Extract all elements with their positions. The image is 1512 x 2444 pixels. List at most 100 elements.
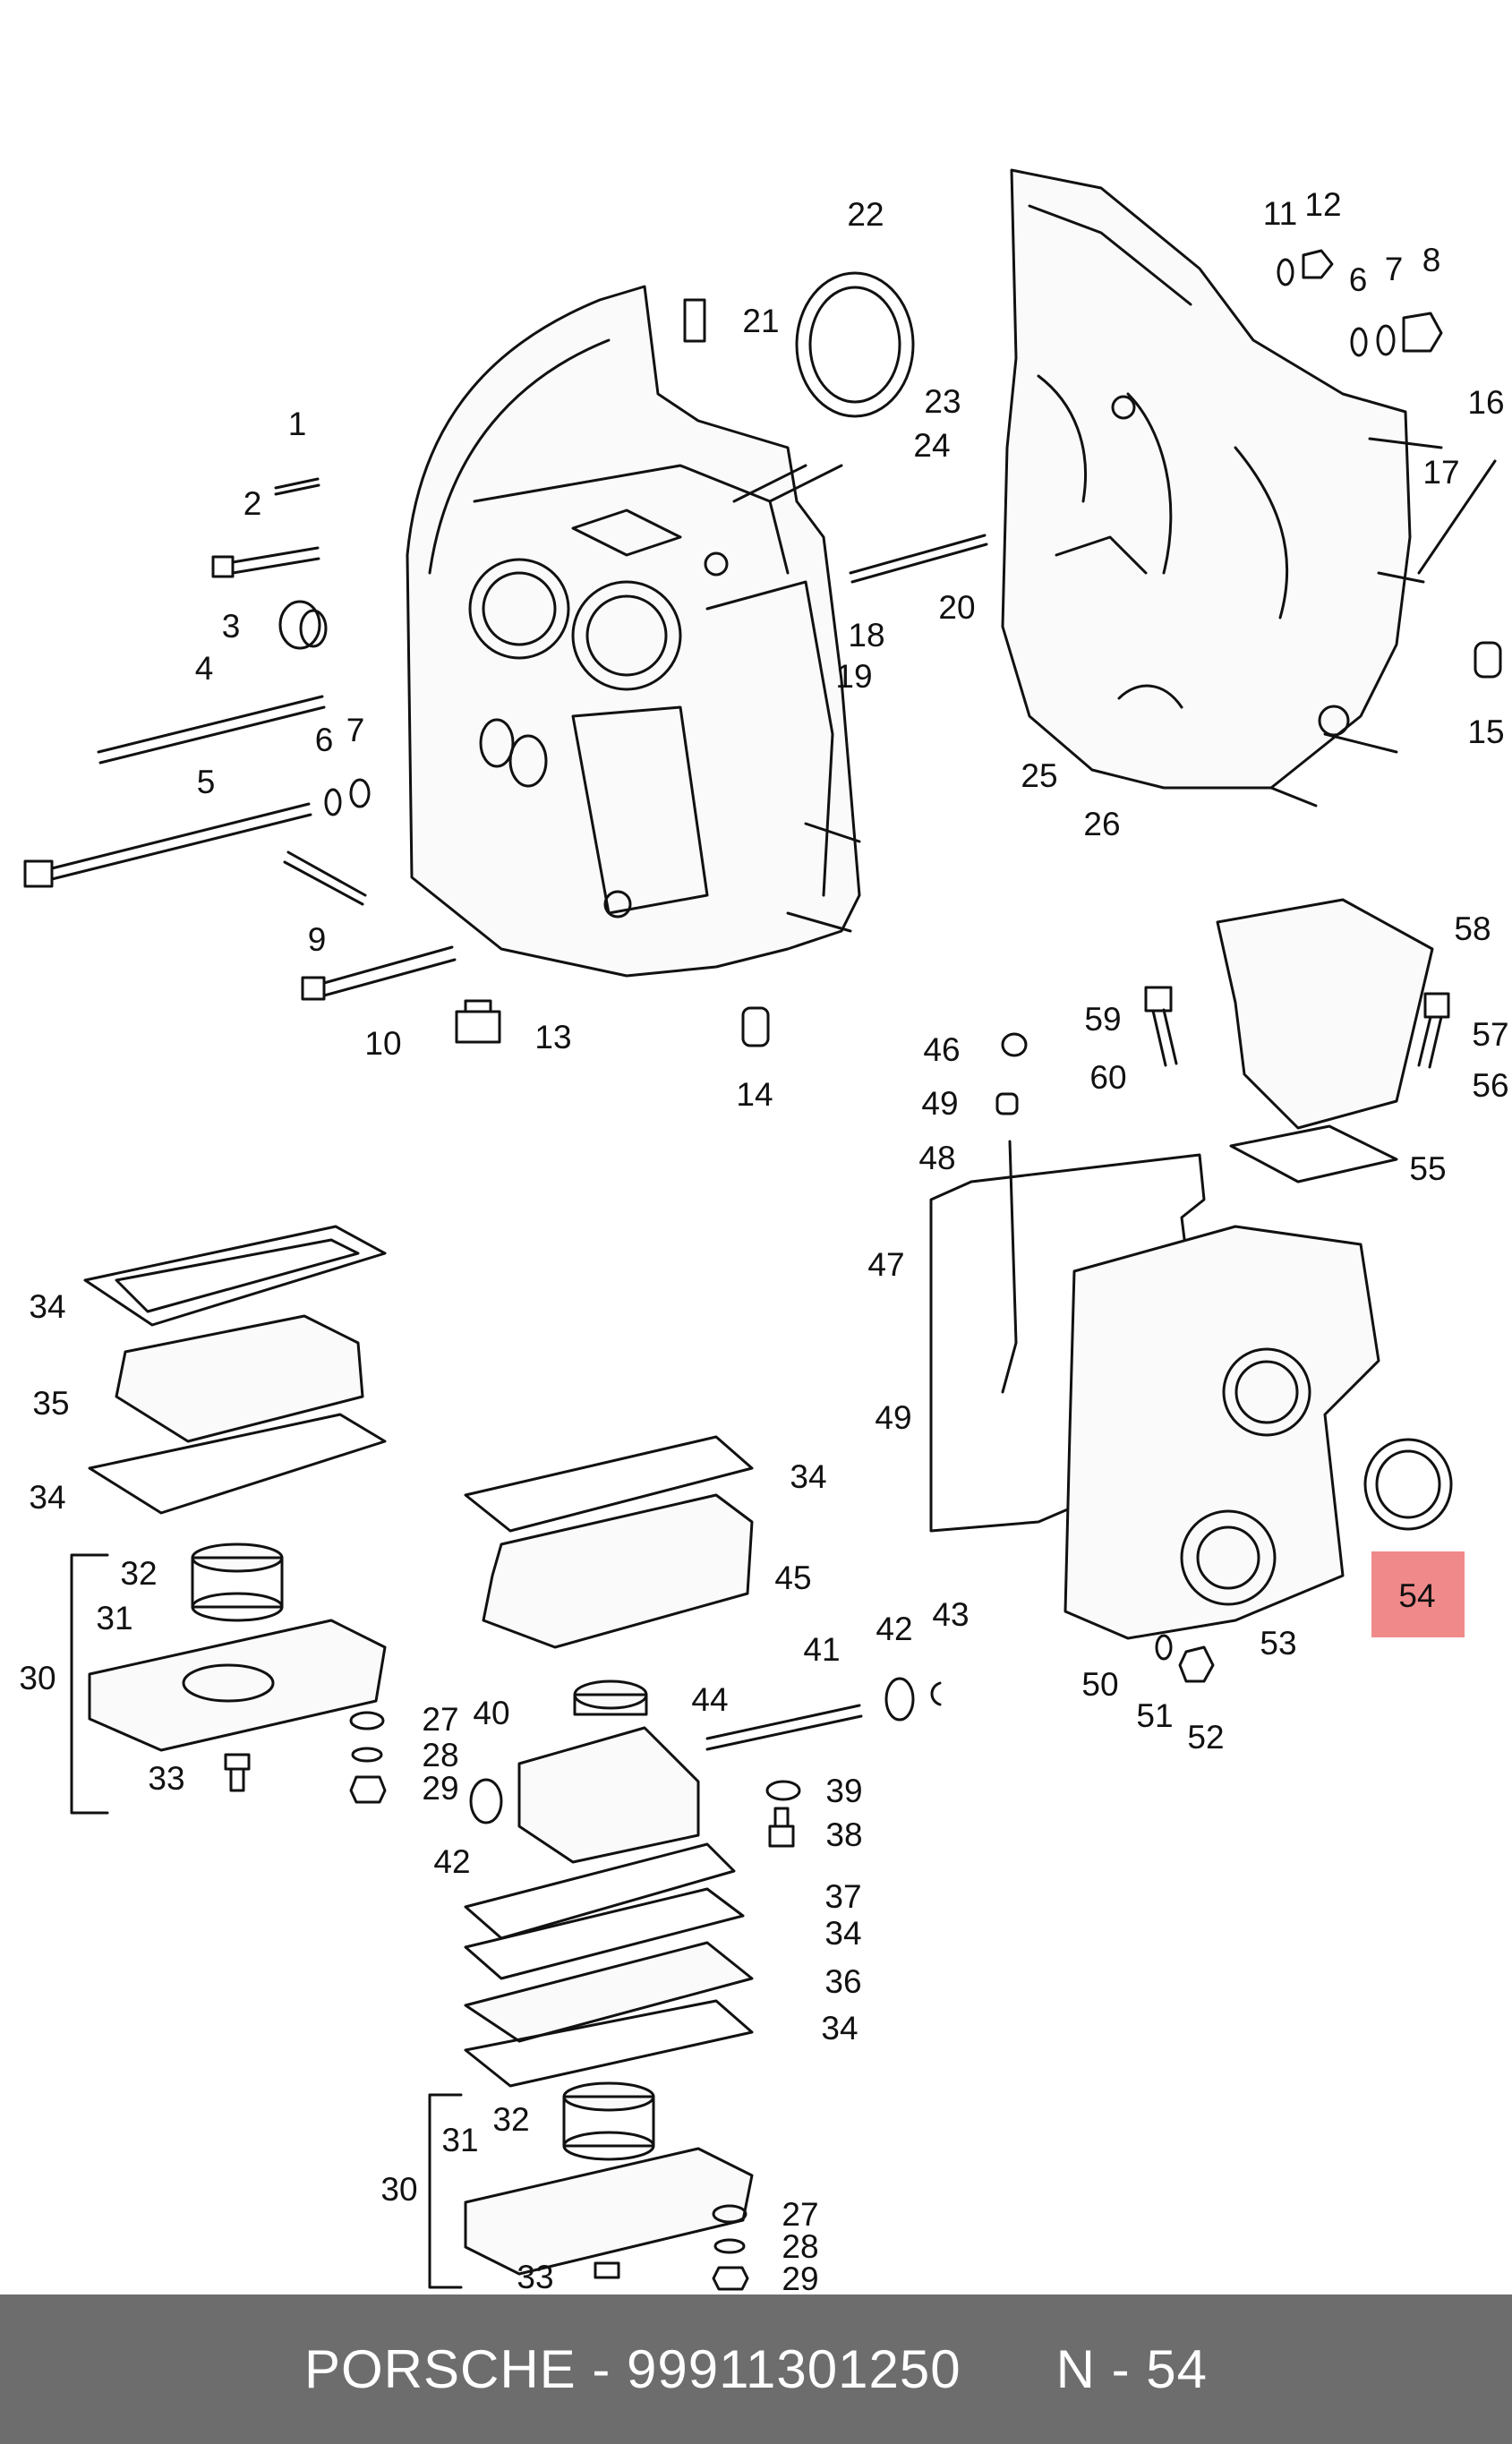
callout-37: 37 [824,1878,861,1915]
long-bolt-5 [23,802,312,888]
crankcase-right-half [1001,168,1443,808]
gasket-34-c [464,1435,754,1533]
callout-55: 55 [1409,1150,1446,1187]
gasket-34-e [464,1999,754,2088]
callout-60: 60 [1089,1059,1126,1096]
callout-7: 7 [1385,251,1404,287]
callout-48: 48 [918,1140,955,1176]
cover-35 [115,1314,364,1443]
bushing-3 [278,600,328,650]
callout-31: 31 [441,2122,478,2158]
callout-30: 30 [380,2171,417,2208]
stud-1 [274,477,320,496]
callout-5: 5 [197,764,216,800]
brand-label: PORSCHE [303,2339,577,2399]
callout-56: 56 [1472,1067,1508,1104]
screw-33-b [594,2261,620,2279]
callout-31: 31 [96,1600,132,1636]
callout-16: 16 [1467,384,1504,421]
washer-42-b [469,1778,503,1824]
callout-32: 32 [120,1555,157,1592]
callout-6: 6 [1349,261,1368,298]
callout-50: 50 [1081,1666,1118,1703]
callout-4: 4 [195,650,214,687]
housing-40 [517,1726,700,1864]
gasket-37 [464,1842,736,1940]
callout-53: 53 [1260,1625,1296,1662]
callout-28: 28 [782,2228,818,2265]
callout-40: 40 [473,1695,509,1731]
item-label: N - 54 [1055,2339,1209,2399]
callout-34: 34 [824,1915,861,1952]
plate-36 [464,1941,754,2043]
callout-10: 10 [364,1025,401,1062]
callout-14: 14 [736,1076,773,1113]
plug-49 [995,1092,1019,1115]
small-27-28-29-a [349,1711,387,1804]
callout-33: 33 [517,2259,553,2294]
part-number-label: 99911301250 [627,2339,961,2399]
rod-41 [705,1704,863,1751]
bracket-30 [70,1553,109,1815]
callout-11: 11 [1263,195,1297,232]
callout-54-highlighted: 54 [1398,1577,1435,1614]
cover-31-b [464,2147,754,2276]
callout-highlight-box [1371,1551,1465,1637]
cover-45 [482,1493,754,1649]
callout-38: 38 [825,1816,862,1853]
callout-27: 27 [422,1701,458,1738]
sleeve-15 [1474,641,1502,679]
callout-59: 59 [1084,1001,1121,1038]
small-27-28-29-b [712,2204,749,2291]
callout-35: 35 [32,1385,69,1422]
callout-21: 21 [742,303,779,339]
callout-1: 1 [288,406,307,442]
callout-7: 7 [346,712,365,748]
washer-51 [1155,1634,1173,1661]
dowel-16 [1417,459,1497,575]
seal-54 [1363,1438,1453,1531]
callout-34: 34 [821,2010,858,2047]
seal-22 [795,271,915,418]
washers-6-7-8 [1350,312,1443,357]
callout-33: 33 [148,1760,184,1797]
callout-15: 15 [1467,714,1504,750]
callout-34: 34 [790,1458,826,1495]
gasket-34-d [464,1887,745,1980]
damper-32 [191,1542,284,1622]
footer-gap [961,2338,1056,2400]
callout-47: 47 [867,1246,904,1283]
separator-label: - [576,2339,627,2399]
callout-39: 39 [825,1773,862,1809]
stud-20 [849,534,988,584]
damper-32-b [562,2081,655,2161]
bolt-2 [211,546,320,578]
callout-13: 13 [534,1019,571,1055]
gasket-34-a [83,1225,387,1327]
callout-42: 42 [433,1843,470,1880]
rod-48 [1001,1140,1018,1394]
callout-20: 20 [938,589,975,626]
callout-29: 29 [422,1770,458,1807]
stud-9 [283,850,367,906]
callout-32: 32 [492,2101,529,2138]
bolt-59 [1144,986,1178,1067]
callout-49: 49 [875,1399,911,1436]
callout-42: 42 [876,1611,912,1647]
crankcase-left-half [406,285,861,978]
callout-18: 18 [848,617,884,654]
nut-52 [1178,1645,1215,1683]
washer-42-a [884,1677,915,1722]
callout-3: 3 [222,608,241,645]
housing-cover [1064,1225,1380,1640]
callout-30: 30 [19,1660,56,1696]
callout-57: 57 [1472,1016,1508,1053]
callout-36: 36 [824,1963,861,2000]
clip-43 [930,1681,942,1706]
callout-34: 34 [29,1479,65,1516]
small-parts-11-12 [1277,249,1334,286]
callout-8: 8 [1422,242,1441,278]
washer-46 [1001,1032,1028,1057]
callout-23: 23 [924,383,961,420]
